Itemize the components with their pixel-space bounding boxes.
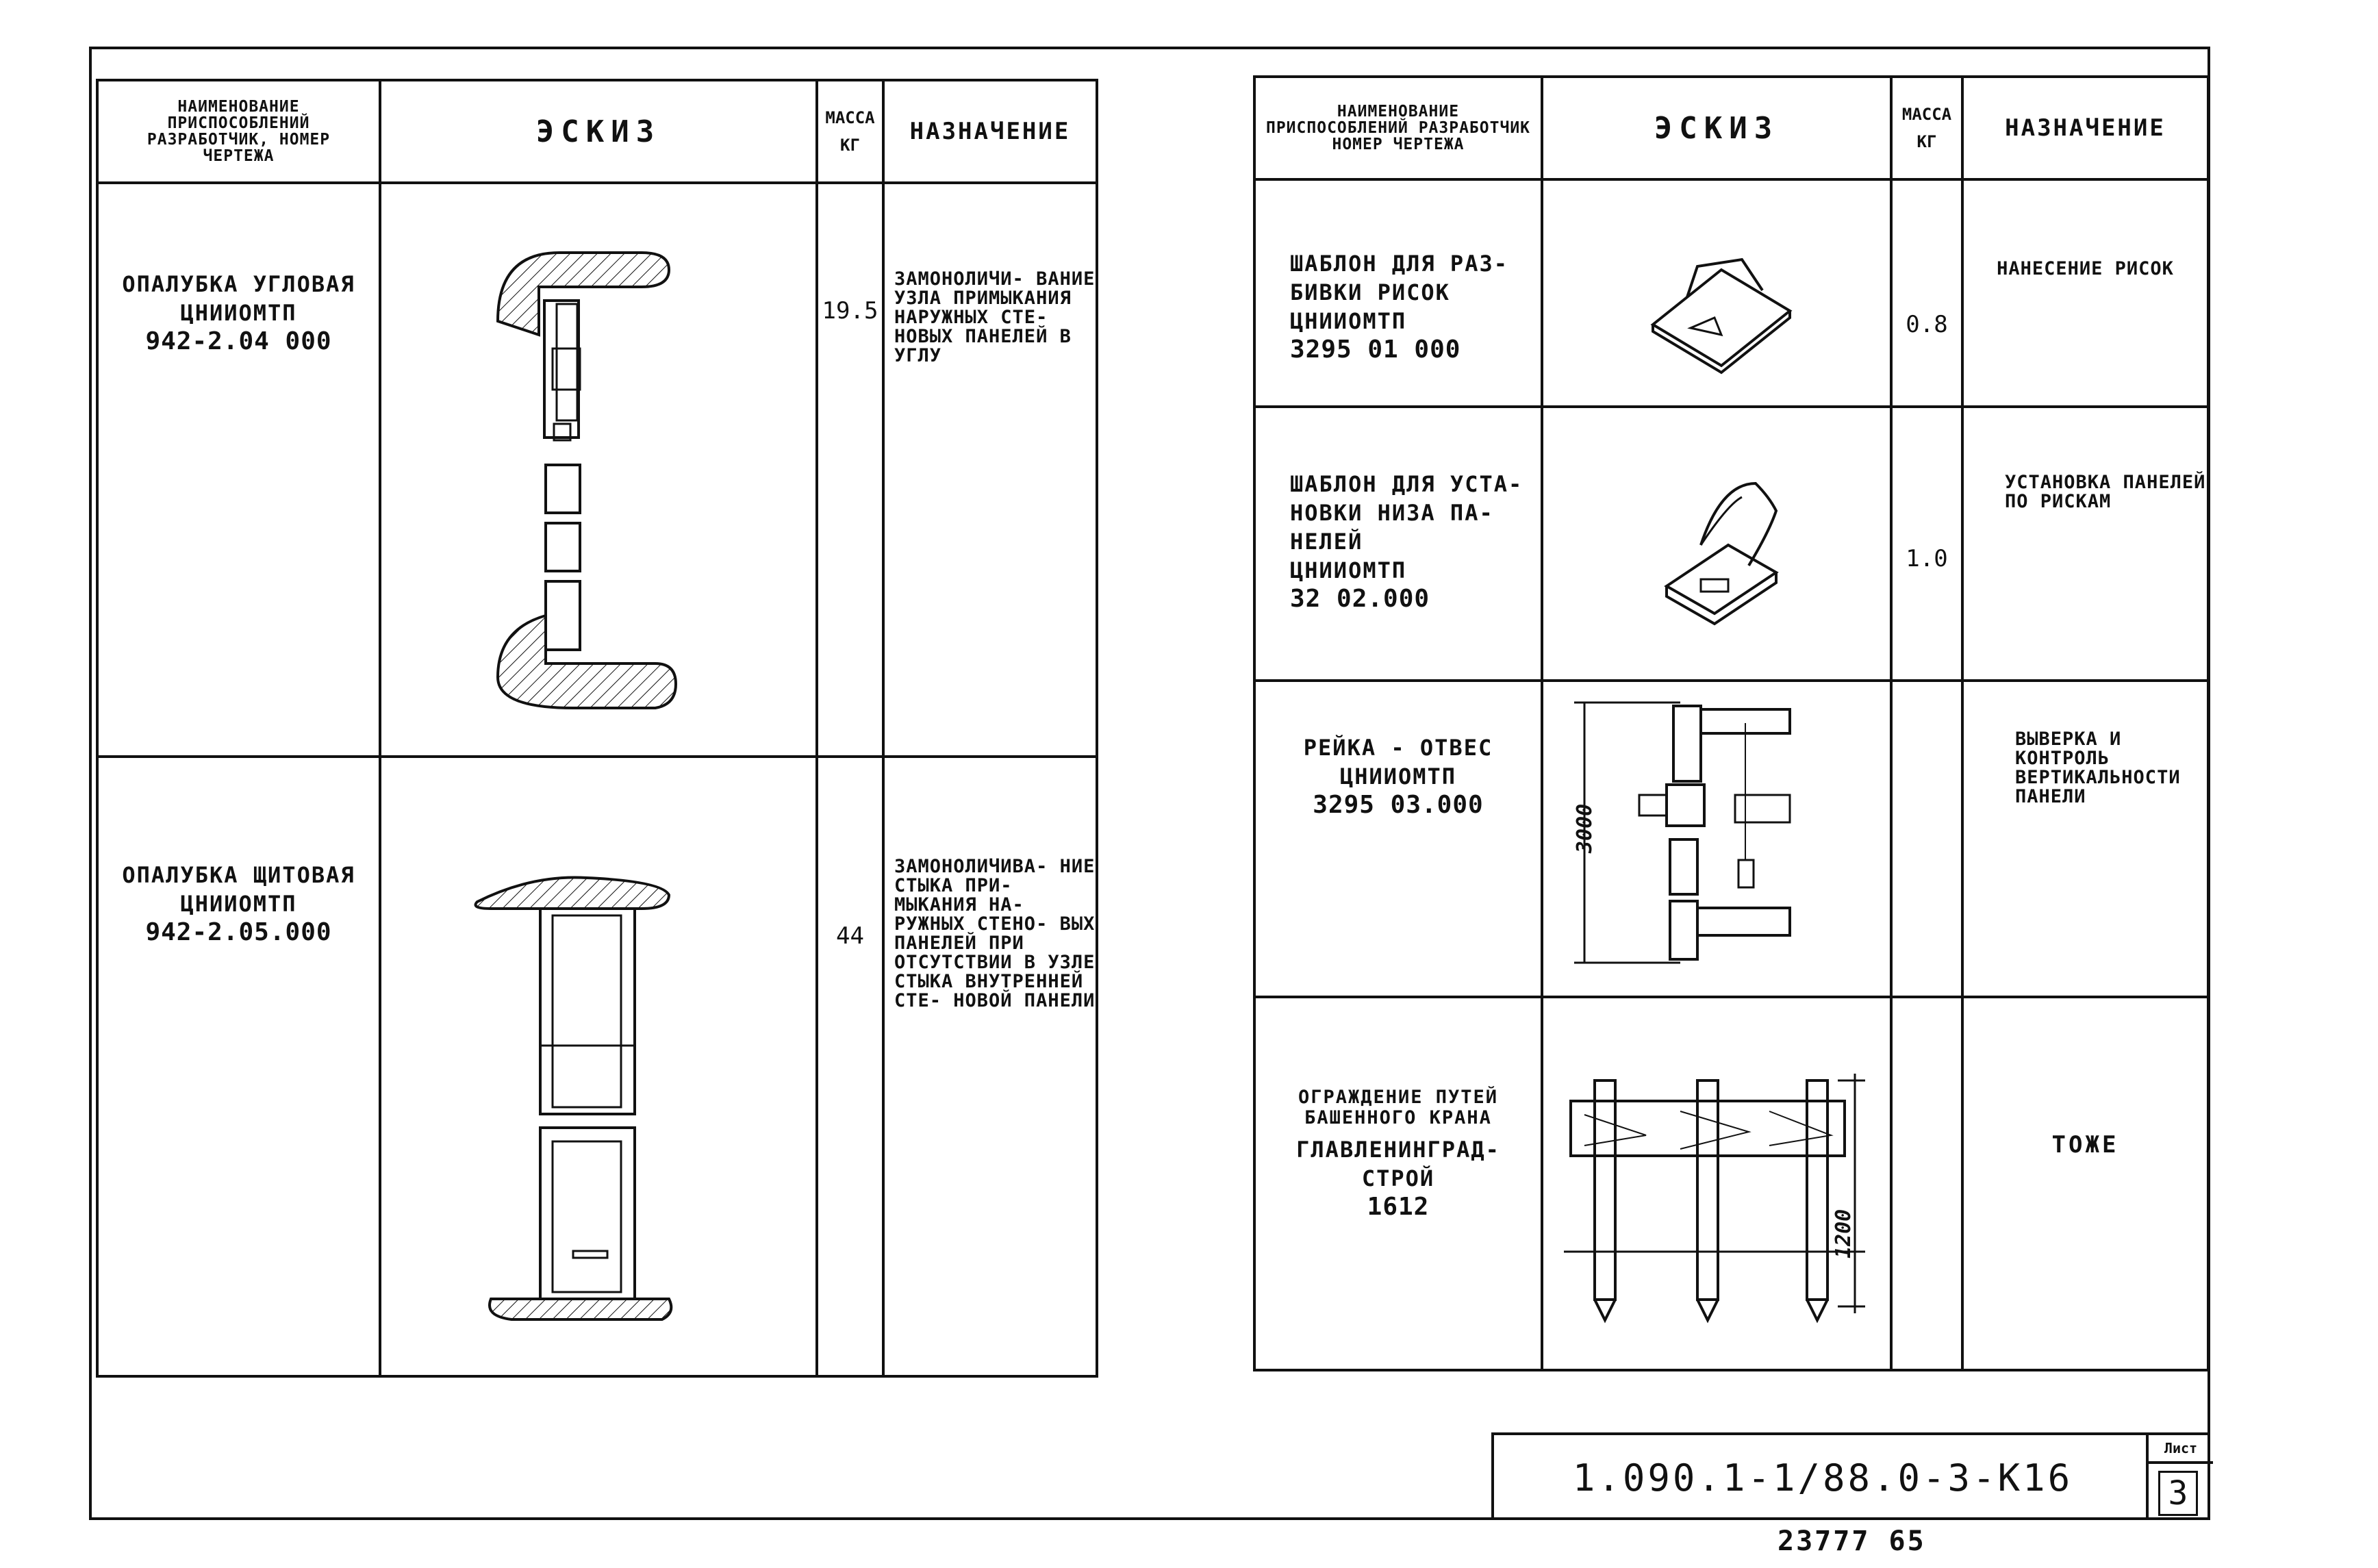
drawing-number: 942-2.05.000	[145, 918, 332, 946]
drawing-number: 3295 01 000	[1290, 336, 1461, 364]
mass-cell: 19.5	[815, 181, 885, 758]
purpose-cell: Замоноличива- ние стыка при- мыкания на-…	[882, 755, 1098, 1378]
sketch-cell	[1541, 405, 1893, 682]
right-header-row: Наименование приспособлений разработчик …	[1253, 75, 2210, 181]
purpose-cell: Выверка и контроль вертикальности панели	[1961, 679, 2210, 998]
device-name: Опалубка угловая	[122, 271, 355, 297]
device-name-cell: Ограждение путей башенного крана Главлен…	[1253, 996, 1543, 1371]
device-name-cell: Опалубка угловая ЦНИИОМТП 942-2.04 000	[96, 181, 381, 758]
header-mass-unit: кг	[1917, 132, 1937, 151]
device-name-cont: нелей	[1290, 529, 1363, 555]
device-name: Шаблон для раз-	[1290, 251, 1508, 277]
sketch-dimension-1200: 1200	[1832, 1209, 1856, 1259]
table-row: Опалубка угловая ЦНИИОМТП 942-2.04 000	[96, 181, 1098, 758]
right-spec-table: Наименование приспособлений разработчик …	[1253, 75, 2210, 1371]
purpose-cell: Замоноличи- вание узла примыкания наружн…	[882, 181, 1098, 758]
marking-template-sketch	[1650, 257, 1793, 375]
sketch-cell: 1200	[1541, 996, 1893, 1371]
drawing-number: 3295 03.000	[1313, 791, 1484, 819]
table-row: Шаблон для раз- бивки рисок ЦНИИОМТП 329…	[1253, 178, 2210, 408]
device-developer: ЦНИИОМТП	[1290, 557, 1407, 583]
drawing-number: 32 02.000	[1290, 585, 1430, 613]
drawing-number: 1612	[1367, 1193, 1430, 1221]
device-developer-cont: строй	[1361, 1165, 1435, 1191]
header-sketch: Эскиз	[1541, 75, 1893, 181]
device-developer: Главленинград-	[1296, 1137, 1500, 1163]
header-mass-unit: кг	[840, 136, 860, 155]
sheet-number: 3	[2158, 1471, 2198, 1516]
header-name: Наименование приспособлений разработчик …	[1253, 75, 1543, 181]
header-name: Наименование приспособлений разработчик,…	[96, 79, 381, 184]
drawing-number: 942-2.04 000	[145, 327, 332, 355]
mass-cell	[1890, 679, 1964, 998]
device-name: Шаблон для уста-	[1290, 471, 1523, 497]
device-name-cell: Рейка - отвес ЦНИИОМТП 3295 03.000	[1253, 679, 1543, 998]
installation-template-sketch	[1664, 481, 1779, 626]
device-name-cell: Опалубка щитовая ЦНИИОМТП 942-2.05.000	[96, 755, 381, 1378]
mass-cell: 44	[815, 755, 885, 1378]
mass-cell: 0.8	[1890, 178, 1964, 408]
sketch-cell	[1541, 178, 1893, 408]
sketch-dimension-3000: 3000	[1573, 804, 1597, 854]
header-mass-label: Масса	[825, 108, 875, 127]
document-code: 1.090.1-1/88.0-3-К16	[1572, 1456, 2073, 1500]
table-row: Шаблон для уста- новки низа па- нелей ЦН…	[1253, 405, 2210, 682]
left-header-row: Наименование приспособлений разработчик,…	[96, 79, 1098, 184]
header-mass: Масса кг	[1890, 75, 1964, 181]
sheet-number-box: Лист 3	[2146, 1435, 2213, 1520]
panel-formwork-sketch	[474, 876, 673, 1321]
sheet-label: Лист	[2149, 1435, 2213, 1464]
device-name-cont: бивки рисок	[1290, 279, 1450, 305]
header-purpose: Назначение	[1961, 75, 2210, 181]
header-purpose: Назначение	[882, 79, 1098, 184]
device-developer: ЦНИИОМТП	[1339, 763, 1457, 789]
device-name-cell: Шаблон для раз- бивки рисок ЦНИИОМТП 329…	[1253, 178, 1543, 408]
crane-track-fence-sketch: 1200	[1564, 1074, 1865, 1324]
device-developer: ЦНИИОМТП	[1290, 308, 1407, 334]
left-spec-table: Наименование приспособлений разработчик,…	[96, 79, 1098, 1378]
mass-cell	[1890, 996, 1964, 1371]
header-mass: Масса кг	[815, 79, 885, 184]
sketch-cell	[379, 181, 818, 758]
device-developer: ЦНИИОМТП	[180, 300, 297, 326]
drawing-sheet-frame	[89, 47, 2210, 1520]
corner-formwork-sketch	[496, 251, 678, 709]
device-name-cont: новки низа па-	[1290, 500, 1494, 526]
device-name: Рейка - отвес	[1303, 735, 1493, 761]
table-row: Рейка - отвес ЦНИИОМТП 3295 03.000 3000	[1253, 679, 2210, 998]
header-mass-label: Масса	[1901, 105, 1952, 124]
sketch-cell	[379, 755, 818, 1378]
device-name-cell: Шаблон для уста- новки низа па- нелей ЦН…	[1253, 405, 1543, 682]
device-developer: ЦНИИОМТП	[180, 891, 297, 917]
device-name: Ограждение путей башенного крана	[1298, 1087, 1499, 1128]
table-row: Ограждение путей башенного крана Главлен…	[1253, 996, 2210, 1371]
purpose-cell: Тоже	[1961, 996, 2210, 1371]
header-sketch: Эскиз	[379, 79, 818, 184]
archive-number: 23777 65	[1778, 1526, 1926, 1557]
plumb-rail-sketch: 3000	[1573, 701, 1791, 964]
purpose-cell: Нанесение рисок	[1961, 178, 2210, 408]
sketch-cell: 3000	[1541, 679, 1893, 998]
purpose-cell: Установка панелей по рискам	[1961, 405, 2210, 682]
title-block: 1.090.1-1/88.0-3-К16 Лист 3	[1491, 1432, 2213, 1520]
device-name: Опалубка щитовая	[122, 862, 355, 888]
mass-cell: 1.0	[1890, 405, 1964, 682]
table-row: Опалубка щитовая ЦНИИОМТП 942-2.05.000 4…	[96, 755, 1098, 1378]
